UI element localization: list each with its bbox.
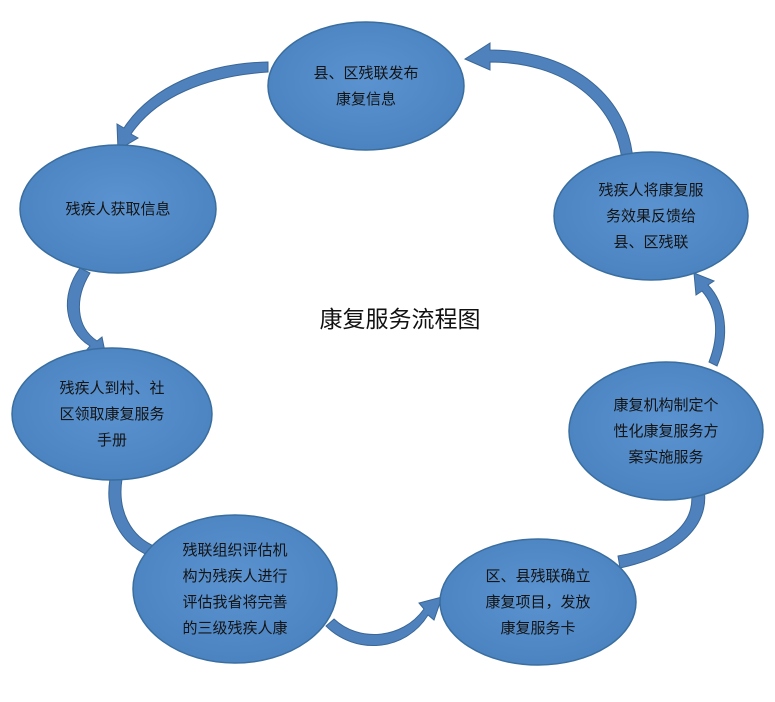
arrow-obtain-to-handbook [66, 267, 107, 358]
node-label-feedback: 残疾人将康复服 务效果反馈给 县、区残联 [598, 181, 704, 251]
node-shape-assess [132, 514, 338, 664]
node-shape-obtain [19, 144, 217, 274]
node-plan: 康复机构制定个 性化康复服务方 案实施服务 [569, 362, 763, 500]
arrow-plan-to-feedback [693, 272, 726, 367]
arrows-layer [66, 42, 726, 646]
node-shape-plan [568, 361, 764, 501]
node-label-handbook: 残疾人到村、社 区领取康复服务 手册 [59, 379, 165, 449]
node-assess: 残联组织评估机 构为残疾人进行 评估我省将完善 的三级残疾人康 [133, 515, 337, 663]
node-shape-confirm [439, 538, 637, 666]
arrow-assess-to-confirm [325, 596, 443, 646]
node-label-confirm: 区、县残联确立 康复项目，发放 康复服务卡 [485, 567, 591, 637]
node-handbook: 残疾人到村、社 区领取康复服务 手册 [12, 348, 212, 480]
node-shape-feedback [553, 151, 749, 281]
node-feedback: 残疾人将康复服 务效果反馈给 县、区残联 [554, 152, 748, 280]
node-shape-handbook [11, 347, 213, 481]
node-label-obtain: 残疾人获取信息 [65, 200, 171, 218]
node-shapes-layer [11, 21, 764, 666]
node-label-assess: 残联组织评估机 构为残疾人进行 评估我省将完善 的三级残疾人康 [182, 541, 288, 637]
node-shape-publish [267, 21, 465, 151]
node-label-plan: 康复机构制定个 性化康复服务方 案实施服务 [613, 396, 719, 466]
node-publish: 县、区残联发布 康复信息 [268, 22, 464, 150]
node-obtain: 残疾人获取信息 [20, 145, 216, 273]
arrow-publish-to-obtain [116, 61, 269, 151]
arrow-feedback-to-publish [463, 42, 634, 163]
diagram-title: 康复服务流程图 [319, 307, 481, 333]
node-label-publish: 县、区残联发布 康复信息 [313, 64, 419, 108]
node-confirm: 区、县残联确立 康复项目，发放 康复服务卡 [440, 539, 636, 665]
